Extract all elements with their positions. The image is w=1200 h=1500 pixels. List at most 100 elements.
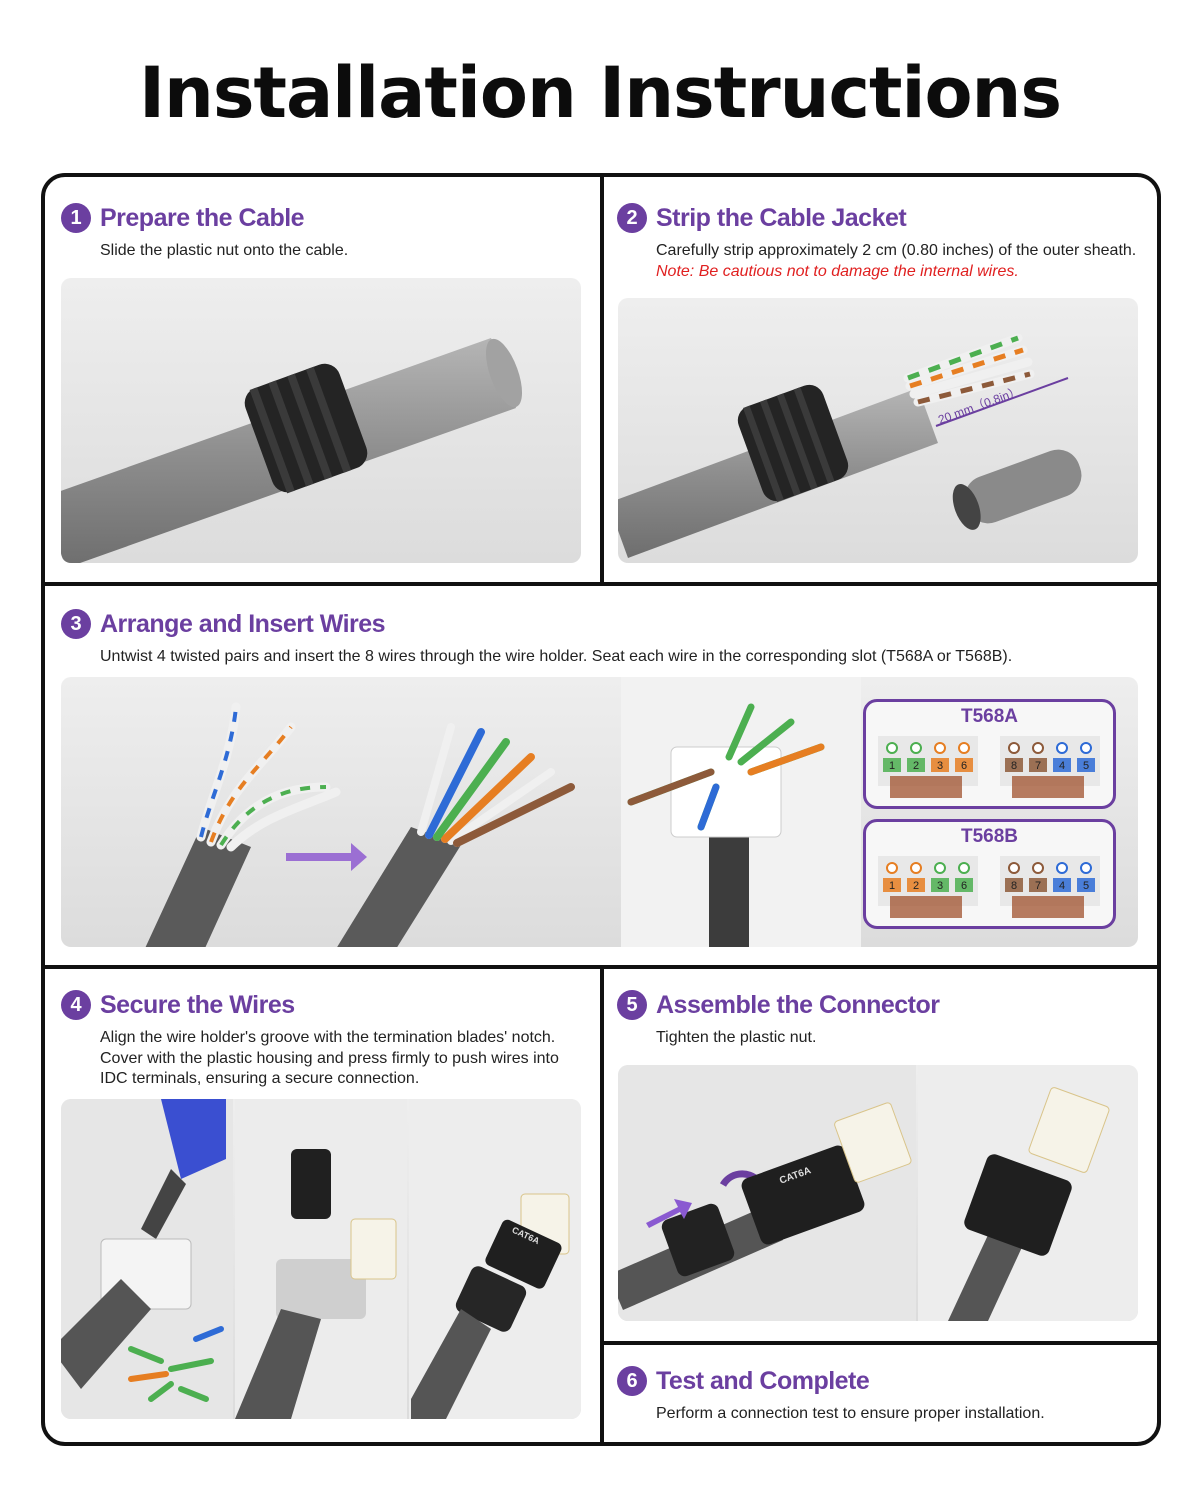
cable-end bbox=[485, 338, 523, 408]
connector-body bbox=[741, 1145, 865, 1245]
step-description: Align the wire holder's groove with the … bbox=[100, 1029, 559, 1087]
step-title: Secure the Wires bbox=[100, 990, 295, 1019]
pin-marker bbox=[1056, 742, 1068, 754]
pin-color bbox=[931, 758, 949, 772]
pin-color bbox=[955, 878, 973, 892]
pin-number: 4 bbox=[1059, 760, 1065, 772]
plastic-nut bbox=[737, 384, 849, 502]
divider bbox=[45, 582, 1157, 586]
pin-color bbox=[907, 878, 925, 892]
divider bbox=[600, 177, 604, 582]
pin-number: 6 bbox=[961, 880, 967, 892]
step-number: 2 bbox=[617, 203, 647, 233]
pin-color bbox=[1077, 878, 1095, 892]
pin-number: 6 bbox=[961, 760, 967, 772]
step-title: Strip the Cable Jacket bbox=[656, 203, 907, 232]
standard-label: T568A bbox=[960, 706, 1019, 727]
pin-number: 4 bbox=[1059, 880, 1065, 892]
plastic-nut bbox=[244, 363, 368, 494]
pin-color bbox=[883, 758, 901, 772]
step-5-photo: CAT6A bbox=[618, 1065, 1138, 1321]
pin-number: 7 bbox=[1035, 760, 1041, 772]
cable bbox=[411, 1309, 491, 1419]
step-4: 4 Secure the Wires Align the wire holder… bbox=[61, 988, 581, 1090]
cable bbox=[709, 837, 749, 947]
pin-color bbox=[907, 758, 925, 772]
rj45-plug bbox=[350, 1218, 397, 1280]
step-description: Slide the plastic nut onto the cable. bbox=[100, 242, 349, 259]
step-5: 5 Assemble the Connector Tighten the pla… bbox=[617, 988, 1137, 1049]
pin-color bbox=[1053, 878, 1071, 892]
pin-marker bbox=[1008, 862, 1020, 874]
pin-number: 5 bbox=[1083, 880, 1089, 892]
pin-marker bbox=[886, 862, 898, 874]
orange-wire bbox=[747, 743, 825, 776]
cable bbox=[145, 827, 251, 947]
cable bbox=[337, 827, 461, 947]
pin-number: 3 bbox=[937, 880, 943, 892]
arrow-icon bbox=[286, 843, 367, 871]
step-number: 3 bbox=[61, 609, 91, 639]
blue-pair bbox=[199, 706, 238, 838]
instructions-frame: 1 Prepare the Cable Slide the plastic nu… bbox=[41, 173, 1161, 1446]
cable bbox=[235, 1309, 321, 1419]
step-description: Carefully strip approximately 2 cm (0.80… bbox=[656, 242, 1137, 259]
wire-arrangement-illustration bbox=[145, 677, 861, 947]
pin-marker bbox=[934, 862, 946, 874]
pin-number: 3 bbox=[937, 760, 943, 772]
pin-marker bbox=[1008, 742, 1020, 754]
secure-wires-illustration: CAT6A bbox=[61, 1099, 581, 1419]
pin-marker bbox=[1080, 862, 1092, 874]
assemble-connector-illustration: CAT6A bbox=[618, 1065, 1138, 1321]
measure-line bbox=[935, 377, 1069, 427]
green-wire bbox=[433, 738, 510, 841]
step-4-photo: CAT6A bbox=[61, 1099, 581, 1419]
pin-color bbox=[1053, 758, 1071, 772]
step-note: Note: Be cautious not to damage the inte… bbox=[656, 262, 1019, 280]
orange-pair bbox=[209, 725, 293, 843]
orange-wire bbox=[909, 347, 1024, 389]
pin-color bbox=[955, 758, 973, 772]
step-description: Untwist 4 twisted pairs and insert the 8… bbox=[100, 648, 1013, 665]
inner-wires bbox=[903, 333, 1035, 407]
pin-color bbox=[1005, 878, 1023, 892]
boot bbox=[485, 1219, 562, 1289]
pin-number: 2 bbox=[913, 760, 919, 772]
pin-number: 8 bbox=[1011, 880, 1017, 892]
blue-wire bbox=[697, 783, 720, 831]
step-2-photo: 20 mm（0.8in） bbox=[618, 298, 1138, 563]
divider bbox=[600, 965, 604, 1442]
step-title: Assemble the Connector bbox=[656, 990, 940, 1019]
plastic-nut bbox=[661, 1203, 735, 1277]
step-number: 6 bbox=[617, 1366, 647, 1396]
rj45-plug bbox=[1028, 1087, 1110, 1173]
pin-color bbox=[1077, 758, 1095, 772]
orange-wire bbox=[441, 753, 535, 843]
pin-marker bbox=[886, 742, 898, 754]
connector-body bbox=[276, 1259, 366, 1319]
pin-number: 5 bbox=[1083, 760, 1089, 772]
housing-cover bbox=[291, 1149, 331, 1219]
pin-number: 7 bbox=[1035, 880, 1041, 892]
step-title: Arrange and Insert Wires bbox=[100, 609, 386, 638]
pin-color bbox=[931, 878, 949, 892]
step-2: 2 Strip the Cable Jacket Carefully strip… bbox=[617, 201, 1147, 281]
pin-number: 1 bbox=[889, 880, 895, 892]
pin-color bbox=[1029, 878, 1047, 892]
step-6: 6 Test and Complete Perform a connection… bbox=[617, 1364, 1137, 1425]
brown-wire bbox=[627, 768, 715, 806]
step-description: Perform a connection test to ensure prop… bbox=[656, 1405, 1045, 1422]
step-description: Tighten the plastic nut. bbox=[656, 1029, 817, 1046]
pin-color bbox=[883, 878, 901, 892]
divider bbox=[604, 1341, 1157, 1345]
step-title: Test and Complete bbox=[656, 1366, 870, 1395]
pin-marker bbox=[910, 862, 922, 874]
step-1: 1 Prepare the Cable Slide the plastic nu… bbox=[61, 201, 581, 262]
cable bbox=[948, 1235, 1023, 1321]
pin-marker bbox=[934, 742, 946, 754]
